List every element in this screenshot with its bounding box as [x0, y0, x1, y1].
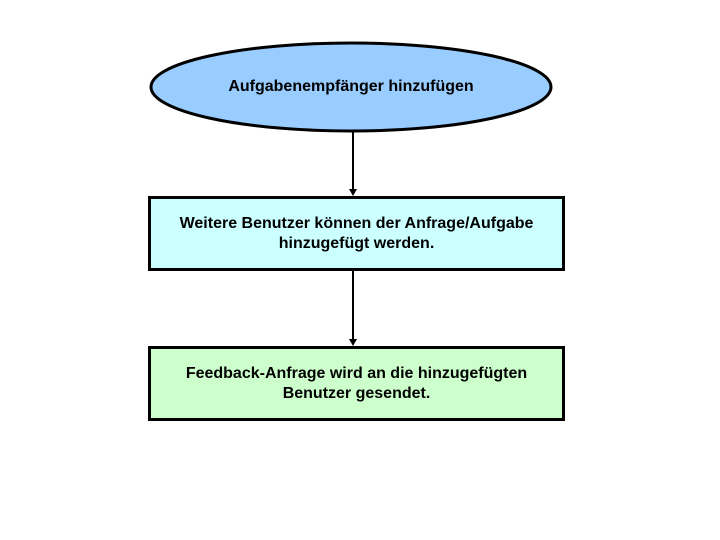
step1-node	[148, 196, 565, 271]
step1-node-label: Weitere Benutzer können der Anfrage/Aufg…	[179, 214, 534, 252]
arrow-step1-to-step2	[349, 270, 357, 346]
step2-node-label: Feedback-Anfrage wird an die hinzugefügt…	[185, 364, 528, 402]
start-node-shape	[149, 41, 553, 133]
arrow-start-to-step1	[349, 131, 357, 196]
start-node-label: Aufgabenempfänger hinzufügen	[228, 78, 474, 95]
step2-node	[148, 346, 565, 421]
